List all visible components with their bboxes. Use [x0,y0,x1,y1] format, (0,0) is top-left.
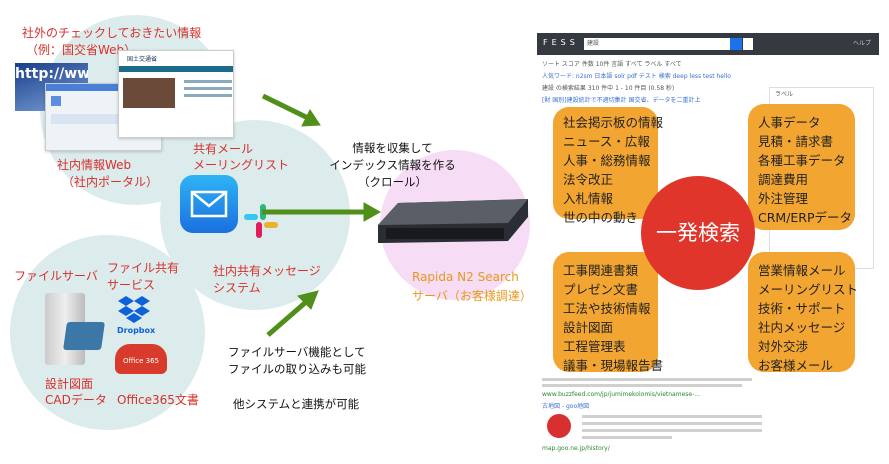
office365-icon: Office 365 [115,344,167,374]
shared-mail-label: 共有メール [193,142,254,156]
fess-filters[interactable]: ソート スコア 件数 10件 言語 すべて ラベル すべて [542,61,682,68]
mail-icon [180,175,238,233]
result-url[interactable]: www.buzzfeed.com/jp/jumimekolomis/vietna… [542,391,700,398]
search-icon[interactable] [730,38,742,50]
mlit-screenshot: 国土交通省 [118,50,234,138]
result-title[interactable]: 古地図 - goo地図 [542,403,590,410]
crawl-description: 情報を収集して インデックス情報を作る （クロール） [325,140,460,191]
category-item: 世の中の動き [563,210,639,225]
dropbox-label: Dropbox [117,326,156,335]
integration-note: 他システムと連携が可能 [233,397,360,411]
mailing-list-label: メーリングリスト [193,158,290,172]
category-item: 社内メッセージ [758,320,846,335]
cad-sub: CADデータ [45,393,107,407]
crawl-line: （クロール） [358,175,427,189]
category-item: 社会掲示板の情報 [563,115,664,130]
category-item: 工事関連書類 [563,263,639,278]
category-item: CRM/ERPデータ [758,210,853,225]
result-url[interactable]: map.goo.ne.jp/history/ [542,445,610,452]
category-item: 工法や技術情報 [563,301,651,316]
category-item: お客様メール [758,358,834,373]
category-box-right-bottom: 営業情報メール メーリングリスト 技術・サポート 社内メッセージ 対外交渉 お客… [748,252,859,373]
messaging-label: 社内共有メッセージ [213,264,321,278]
file-server-label: ファイルサーバ [14,269,98,283]
category-box-right-top: 人事データ 見積・請求書 各種工事データ 調達費用 外注管理 CRM/ERPデー… [748,104,855,230]
server-sub: サーバ（お客様調達） [412,289,532,303]
category-item: 各種工事データ [758,153,846,168]
one-shot-search-hub: 一発検索 [641,176,755,290]
dropbox-icon [117,294,151,324]
category-item: 法令改正 [563,172,614,187]
fess-search-input[interactable]: 建設 [584,38,730,50]
arrow-head [301,109,321,127]
office365-label: Office365文書 [117,393,199,407]
category-item: 技術・サポート [758,301,846,316]
category-item: 外注管理 [758,191,809,206]
category-item: 見積・請求書 [758,134,834,149]
category-item: 調達費用 [758,172,809,187]
cad-label: 設計図面 [45,377,94,391]
gear-icon[interactable] [743,38,753,50]
label-panel-title: ラベル [775,91,794,98]
arrow-head [297,290,319,310]
mlit-logo: 国土交通省 [127,56,158,63]
goo-icon [547,414,571,438]
internal-web-sub: （社内ポータル） [62,175,159,189]
files-circle [10,235,205,430]
arrow-head [363,202,382,222]
category-item: 人事データ [758,115,821,130]
server-name: Rapida N2 Search [412,270,519,284]
file-share-label: ファイル共有 [107,261,180,275]
result-count: 建設 の検索結果 310 件中 1 - 10 件目 (0.58 秒) [542,85,675,92]
internal-web-label: 社内情報Web [57,158,132,172]
fess-logo: FESS [543,38,579,47]
file-note-1: ファイルサーバ機能として [228,345,366,359]
crawl-line: インデックス情報を作る [329,158,456,172]
category-item: 対外交渉 [758,339,809,354]
category-item: 工程管理表 [563,339,626,354]
category-item: 入札情報 [563,191,614,206]
category-item: メーリングリスト [758,282,859,297]
category-box-left-top: 社会掲示板の情報 ニュース・広報 人事・総務情報 法令改正 入札情報 世の中の動… [553,107,664,225]
help-link[interactable]: ヘルプ [852,40,871,47]
file-share-sub: サービス [107,278,156,292]
external-info-label: 社外のチェックしておきたい情報 [22,26,202,40]
server-image [378,195,528,245]
category-box-left-bottom: 工事関連書類 プレゼン文書 工法や技術情報 設計図面 工程管理表 議事・現場報告… [553,252,664,373]
crawl-line: 情報を収集して [352,141,433,155]
category-item: プレゼン文書 [563,282,639,297]
external-example-label: （例：国交省Web） [26,43,137,57]
file-note-2: ファイルの取り込みも可能 [228,362,366,376]
messaging-sub: システム [213,281,261,295]
category-item: ニュース・広報 [563,134,650,149]
category-item: 議事・現場報告書 [563,358,664,373]
category-item: 営業情報メール [758,263,846,278]
portal-screenshot [45,83,162,151]
category-item: 設計図面 [563,320,614,335]
result-title[interactable]: [財 国別]建設統計で不適切集計 国交省、データを二重計上 [542,97,701,104]
popular-words[interactable]: 人気ワード: n2sm 日本語 solr pdf テスト 検索 deep les… [542,73,731,80]
category-item: 人事・総務情報 [563,153,651,168]
